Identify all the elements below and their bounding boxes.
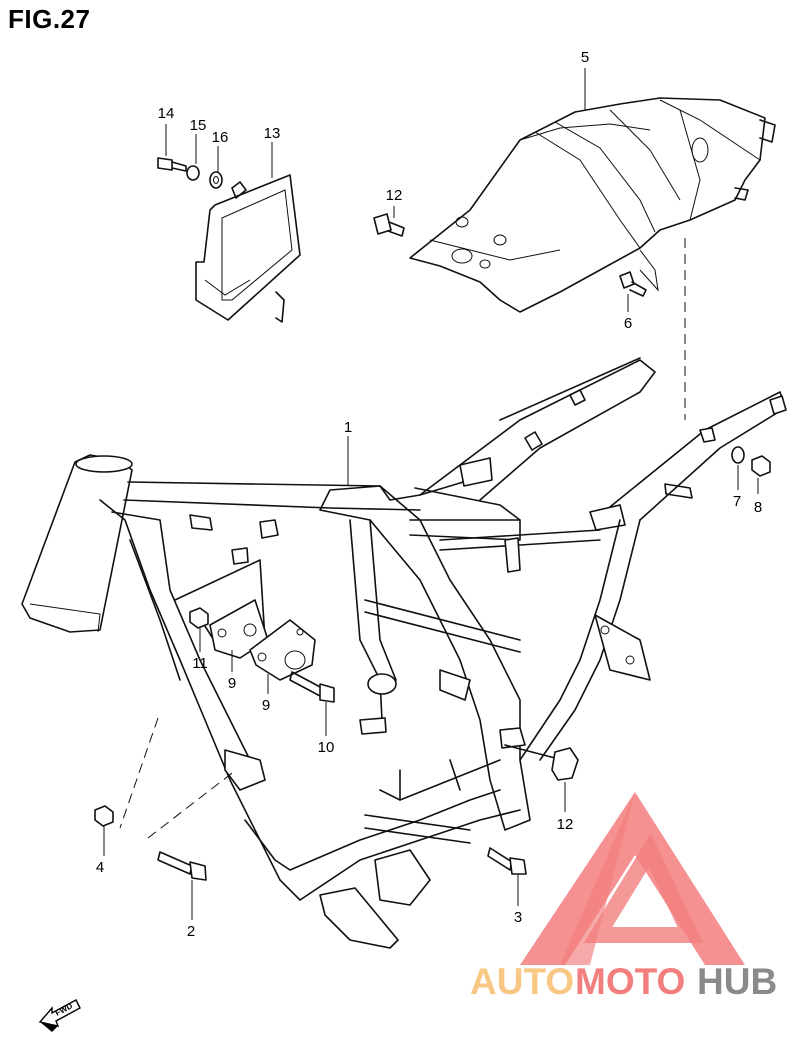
callout-7: 7 xyxy=(733,493,741,510)
part-17-collar xyxy=(209,171,223,189)
callout-15: 14 xyxy=(158,105,175,122)
part-1-frame xyxy=(21,357,787,949)
watermark-hub: HUB xyxy=(697,961,777,1002)
part-14-bracket xyxy=(195,174,301,323)
part-11-nut xyxy=(189,607,209,629)
part-12-grommet xyxy=(504,744,579,781)
watermark-moto: MOTO xyxy=(575,961,685,1002)
callout-13: 12 xyxy=(386,187,403,204)
part-8-nut xyxy=(751,455,771,477)
part-15-bolt xyxy=(157,157,187,172)
callout-16: 15 xyxy=(190,117,207,134)
part-6-bolt xyxy=(619,271,647,297)
callout-14: 13 xyxy=(264,125,281,142)
callout-9a: 9 xyxy=(228,675,236,692)
callout-11: 11 xyxy=(192,655,208,672)
part-3-bolt xyxy=(487,847,527,875)
callout-2: 2 xyxy=(187,923,195,940)
callout-1: 1 xyxy=(344,419,352,436)
callout-9b: 9 xyxy=(262,697,270,714)
callout-8: 8 xyxy=(754,499,762,516)
part-7-collar xyxy=(731,446,745,464)
part-5-rear-fender xyxy=(409,97,776,313)
watermark-auto: AUTO xyxy=(470,961,574,1002)
part-9-plate-b xyxy=(249,619,316,681)
callout-4: 4 xyxy=(96,859,104,876)
part-10-bolt xyxy=(289,671,335,703)
fwd-direction-arrow: FWD xyxy=(38,999,81,1032)
figure-title: FIG.27 xyxy=(8,4,91,34)
callout-3: 3 xyxy=(514,909,522,926)
watermark-text: AUTO MOTO HUB xyxy=(470,961,777,1002)
part-2-bolt xyxy=(157,851,207,881)
part-4-nut xyxy=(94,717,237,839)
callout-10: 10 xyxy=(318,739,335,756)
watermark-logo xyxy=(520,792,745,965)
callout-6: 6 xyxy=(624,315,632,332)
callout-leaders xyxy=(103,68,759,920)
callout-5: 5 xyxy=(581,49,589,66)
part-13-bolt xyxy=(373,213,405,237)
part-16-washer xyxy=(186,165,200,181)
callout-labels: 14 15 16 13 5 12 6 1 7 8 11 9 9 10 12 4 … xyxy=(96,49,762,940)
callout-12: 12 xyxy=(557,816,574,833)
callout-17: 16 xyxy=(212,129,229,146)
